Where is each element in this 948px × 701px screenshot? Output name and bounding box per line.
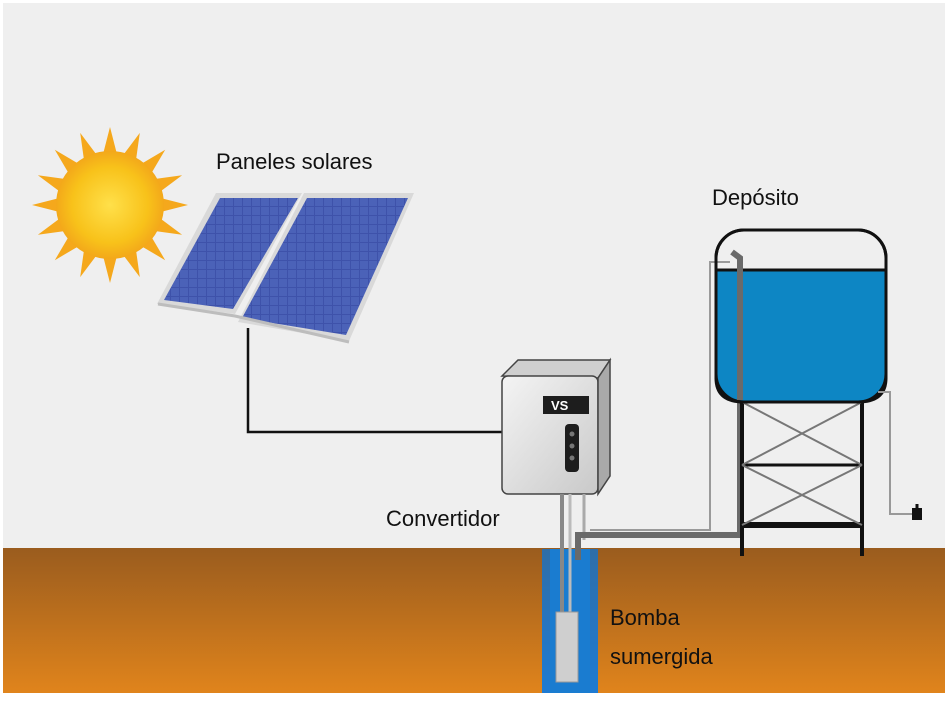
outlet-pipe xyxy=(878,391,914,515)
label-solar-panels: Paneles solares xyxy=(216,149,373,174)
power-cable xyxy=(246,328,510,434)
label-tank: Depósito xyxy=(712,185,799,210)
sun-ray xyxy=(32,197,61,213)
ground xyxy=(3,548,945,693)
solar-panel-icon xyxy=(157,193,414,344)
label-converter: Convertidor xyxy=(386,506,500,531)
water-tank-icon xyxy=(714,228,888,404)
converter-box-icon: VS xyxy=(500,357,612,497)
faucet-icon xyxy=(912,504,922,520)
label-pump-line1: Bomba xyxy=(610,605,680,630)
sun-ray xyxy=(102,254,118,283)
sun-ray xyxy=(159,197,188,213)
converter-badge: VS xyxy=(551,398,569,413)
label-pump-line2: sumergida xyxy=(610,644,713,669)
sun-icon xyxy=(32,127,188,283)
sun-ray xyxy=(102,127,118,156)
pump-icon xyxy=(555,611,579,683)
